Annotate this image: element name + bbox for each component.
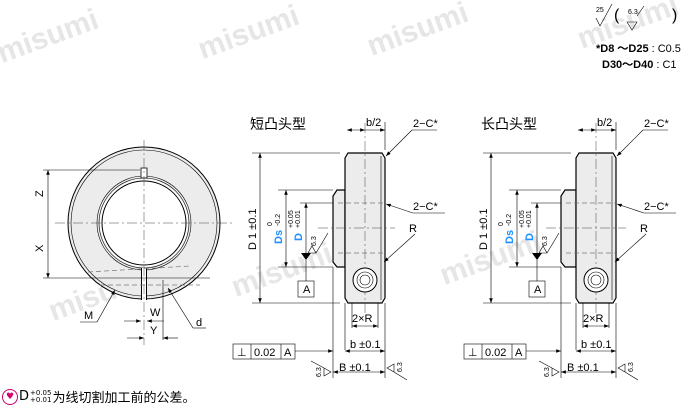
chamfer2-label: 2−C*	[644, 201, 669, 213]
two-r-dimension: 2×R	[352, 313, 373, 325]
surface-roughness-symbol: 25 ( 6.3 )	[595, 3, 677, 31]
svg-text:(: (	[614, 7, 620, 24]
ra-side-left: 6.3	[316, 367, 323, 377]
datum-a: A	[534, 284, 542, 296]
front-view: Z X M d W Y	[34, 140, 235, 345]
d-dimension: D	[524, 233, 536, 241]
ra-side-left: 6.3	[544, 367, 551, 377]
perpendicularity-datum: A	[515, 347, 523, 359]
svg-text:d: d	[196, 317, 202, 329]
d-tol-upper: +0.05	[519, 210, 526, 228]
B-dimension: B ±0.1	[339, 362, 371, 374]
d-tol-upper: +0.05	[288, 210, 295, 228]
svg-text:misumi: misumi	[227, 237, 337, 304]
perpendicularity-value: 0.02	[485, 347, 506, 359]
svg-text:6.3: 6.3	[628, 9, 638, 16]
two-r-dimension: 2×R	[583, 313, 604, 325]
chamfer-notes: *D8 ～D25: C0.5 D30～D40: C1	[596, 43, 681, 71]
ds-tol-lower: -0.2	[506, 214, 513, 226]
d-tol-lower: +0.01	[526, 210, 533, 228]
svg-text:misumi: misumi	[194, 0, 304, 66]
d1-dimension: D 1 ±0.1	[247, 208, 259, 250]
b-dimension: b ±0.1	[350, 339, 381, 351]
ra-label: 6.3	[311, 236, 318, 246]
view-title: 长凸头型	[481, 117, 537, 133]
ds-dimension: Ds	[504, 230, 516, 244]
svg-text:M: M	[84, 310, 93, 322]
ds-dimension: Ds	[273, 230, 285, 244]
svg-text:*D8 ～D25: C0.5: *D8 ～D25: C0.5	[596, 43, 681, 55]
perpendicularity-value: 0.02	[254, 347, 275, 359]
svg-text:X: X	[34, 244, 46, 252]
r-label: R	[640, 223, 648, 235]
ds-tol-upper: 0	[267, 222, 274, 226]
svg-text:misumi: misumi	[0, 3, 103, 70]
d1-dimension: D 1 ±0.1	[478, 208, 490, 250]
ds-tol-lower: -0.2	[275, 214, 282, 226]
r-label: R	[409, 223, 417, 235]
tolerance: +0.05+0.01	[30, 388, 52, 404]
ra-label: 6.3	[542, 236, 549, 246]
perpendicularity-symbol: ⊥	[237, 347, 247, 359]
svg-text:Z: Z	[34, 190, 46, 197]
ra-side-right: 6.3	[397, 362, 404, 372]
footnote: ♥ D +0.05+0.01 为线切割加工前的公差。	[2, 387, 195, 406]
b-dimension: b ±0.1	[581, 339, 612, 351]
b-half-label: b/2	[366, 117, 381, 129]
ds-tol-upper: 0	[498, 222, 505, 226]
datum-a: A	[303, 284, 311, 296]
svg-text:): )	[672, 7, 677, 24]
d-tol-lower: +0.01	[295, 210, 302, 228]
svg-text:W: W	[150, 307, 161, 319]
perpendicularity-datum: A	[284, 347, 292, 359]
svg-text:Y: Y	[150, 325, 158, 337]
ra-side-right: 6.3	[628, 362, 635, 372]
chamfer-label: 2−C*	[413, 118, 438, 130]
tip-icon: ♥	[2, 388, 18, 405]
B-dimension: B ±0.1	[567, 362, 599, 374]
chamfer-label: 2−C*	[644, 118, 669, 130]
d-dimension: D	[293, 233, 305, 241]
svg-text:D30～D40: C1: D30～D40: C1	[602, 59, 677, 71]
view-title: 短凸头型	[250, 117, 306, 133]
svg-text:misumi: misumi	[363, 0, 473, 63]
b-half-label: b/2	[597, 117, 612, 129]
perpendicularity-symbol: ⊥	[468, 347, 478, 359]
chamfer2-label: 2−C*	[413, 201, 438, 213]
svg-text:25: 25	[596, 7, 604, 14]
